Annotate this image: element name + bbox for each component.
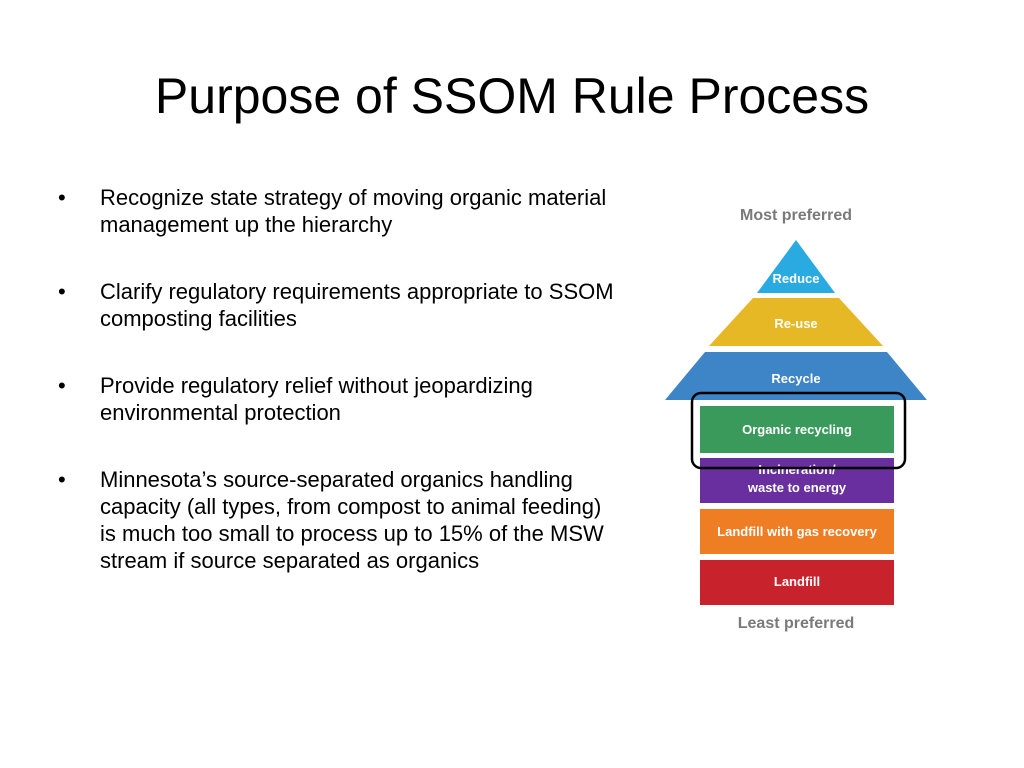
slide-title: Purpose of SSOM Rule Process [154, 68, 870, 124]
incineration-tier [700, 458, 894, 503]
bullet-item: • Clarify regulatory requirements approp… [56, 278, 616, 332]
bullet-text: Provide regulatory relief without jeopar… [100, 373, 533, 425]
landfill-gas-recovery-tier [700, 509, 894, 554]
least-preferred-label: Least preferred [738, 615, 855, 632]
incineration-label-line2: waste to energy [747, 480, 847, 495]
waste-hierarchy-svg: Most preferred Reduce Re-use Recycle Org… [665, 207, 927, 632]
organic-recycling-tier [700, 406, 894, 453]
reuse-tier [709, 298, 883, 346]
most-preferred-label: Most preferred [740, 207, 852, 224]
bullet-text: Minnesota’s source-separated organics ha… [100, 467, 604, 573]
reuse-label: Re-use [774, 316, 817, 331]
landfill-gas-recovery-label: Landfill with gas recovery [717, 524, 877, 539]
bullet-text: Clarify regulatory requirements appropri… [100, 279, 614, 331]
landfill-tier [700, 560, 894, 605]
organic-recycling-label: Organic recycling [742, 422, 852, 437]
bullet-dot-icon: • [58, 185, 66, 210]
bullet-dot-icon: • [58, 279, 66, 304]
incineration-label-line1: Incineration/ [758, 462, 836, 477]
bullet-item: • Minnesota’s source-separated organics … [56, 466, 616, 574]
bullet-dot-icon: • [58, 467, 66, 492]
reduce-tier [757, 240, 835, 293]
bullet-text: Recognize state strategy of moving organ… [100, 185, 607, 237]
landfill-label: Landfill [774, 574, 820, 589]
recycle-label: Recycle [771, 371, 820, 386]
bullet-dot-icon: • [58, 373, 66, 398]
bullet-item: • Recognize state strategy of moving org… [56, 184, 616, 238]
organic-recycling-highlight-box [690, 391, 907, 470]
recycle-tier [665, 352, 927, 400]
bullet-list: • Recognize state strategy of moving org… [56, 184, 616, 614]
waste-hierarchy-diagram: Most preferred Reduce Re-use Recycle Org… [650, 190, 950, 650]
reduce-label: Reduce [773, 271, 820, 286]
bullet-item: • Provide regulatory relief without jeop… [56, 372, 616, 426]
